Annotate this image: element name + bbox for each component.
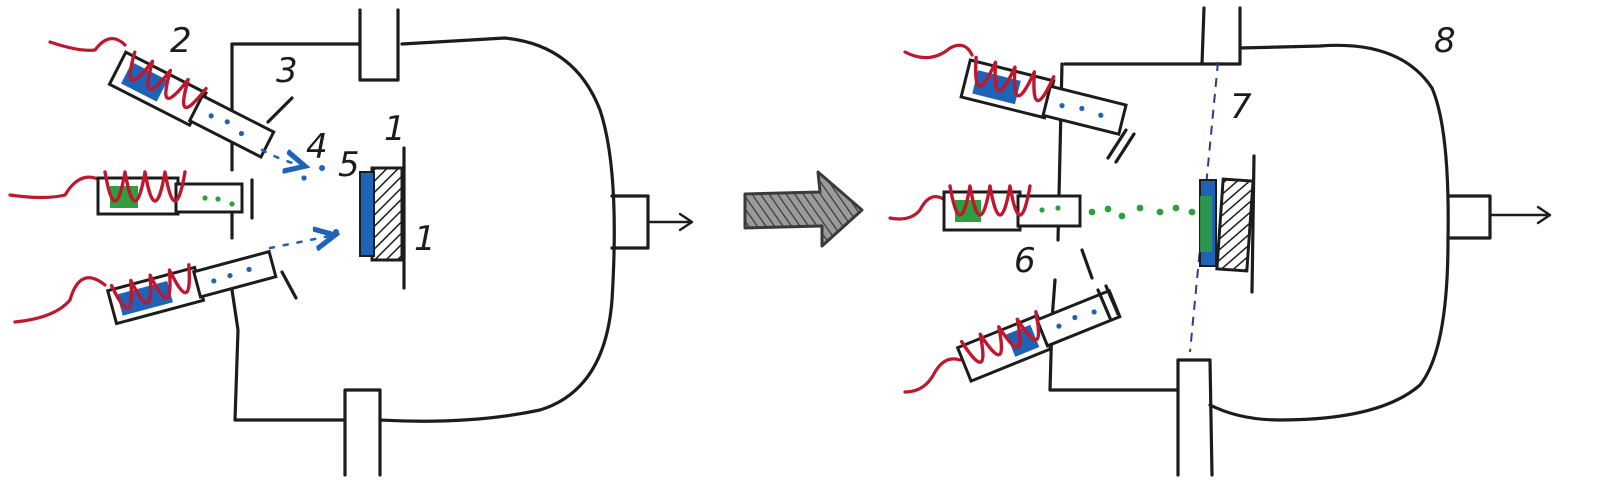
left-target-holder <box>370 166 404 262</box>
left-outlet-port <box>610 194 650 250</box>
label-1-top: 1 <box>384 109 406 149</box>
label-7: 7 <box>1230 87 1252 127</box>
left-gun-middle <box>8 170 254 220</box>
outlet-arrow-icon <box>646 212 694 232</box>
right-deposited-layer <box>1200 196 1212 252</box>
label-5: 5 <box>338 145 360 185</box>
left-bottom-port <box>343 388 382 477</box>
right-gun-bottom <box>903 284 1122 394</box>
right-gun-top <box>903 43 1136 164</box>
label-3: 3 <box>276 51 298 91</box>
label-2: 2 <box>170 21 192 61</box>
right-bottom-port <box>1176 358 1214 477</box>
right-outlet-port <box>1446 194 1492 240</box>
label-8: 8 <box>1434 21 1456 61</box>
left-top-port <box>358 8 400 82</box>
right-deposition-flow <box>1088 204 1196 220</box>
left-shutter-bottom <box>280 270 298 300</box>
right-electrode-plate <box>1250 154 1256 294</box>
label-6: 6 <box>1014 241 1036 281</box>
left-shutter-top <box>266 96 294 124</box>
label-4: 4 <box>306 127 328 167</box>
right-chamber-outline <box>1048 43 1450 422</box>
left-chamber-panel: 2 3 4 5 1 1 <box>8 8 694 477</box>
right-chamber-panel: 6 7 8 <box>888 6 1552 477</box>
left-flow-arrow-bottom <box>268 236 330 248</box>
outlet-arrow-icon-right <box>1488 205 1552 225</box>
left-gun-bottom <box>13 249 278 326</box>
right-top-port <box>1200 6 1242 66</box>
left-flow-arrow-top <box>260 148 300 165</box>
right-gun-middle <box>888 184 1082 232</box>
label-1-right: 1 <box>414 219 436 259</box>
left-chamber-outline <box>230 36 616 423</box>
right-target-holder <box>1215 177 1255 273</box>
right-arrow-icon <box>743 170 864 248</box>
right-shutter-middle <box>1080 248 1094 280</box>
left-gun-top <box>48 37 276 159</box>
left-target-material <box>359 171 375 257</box>
